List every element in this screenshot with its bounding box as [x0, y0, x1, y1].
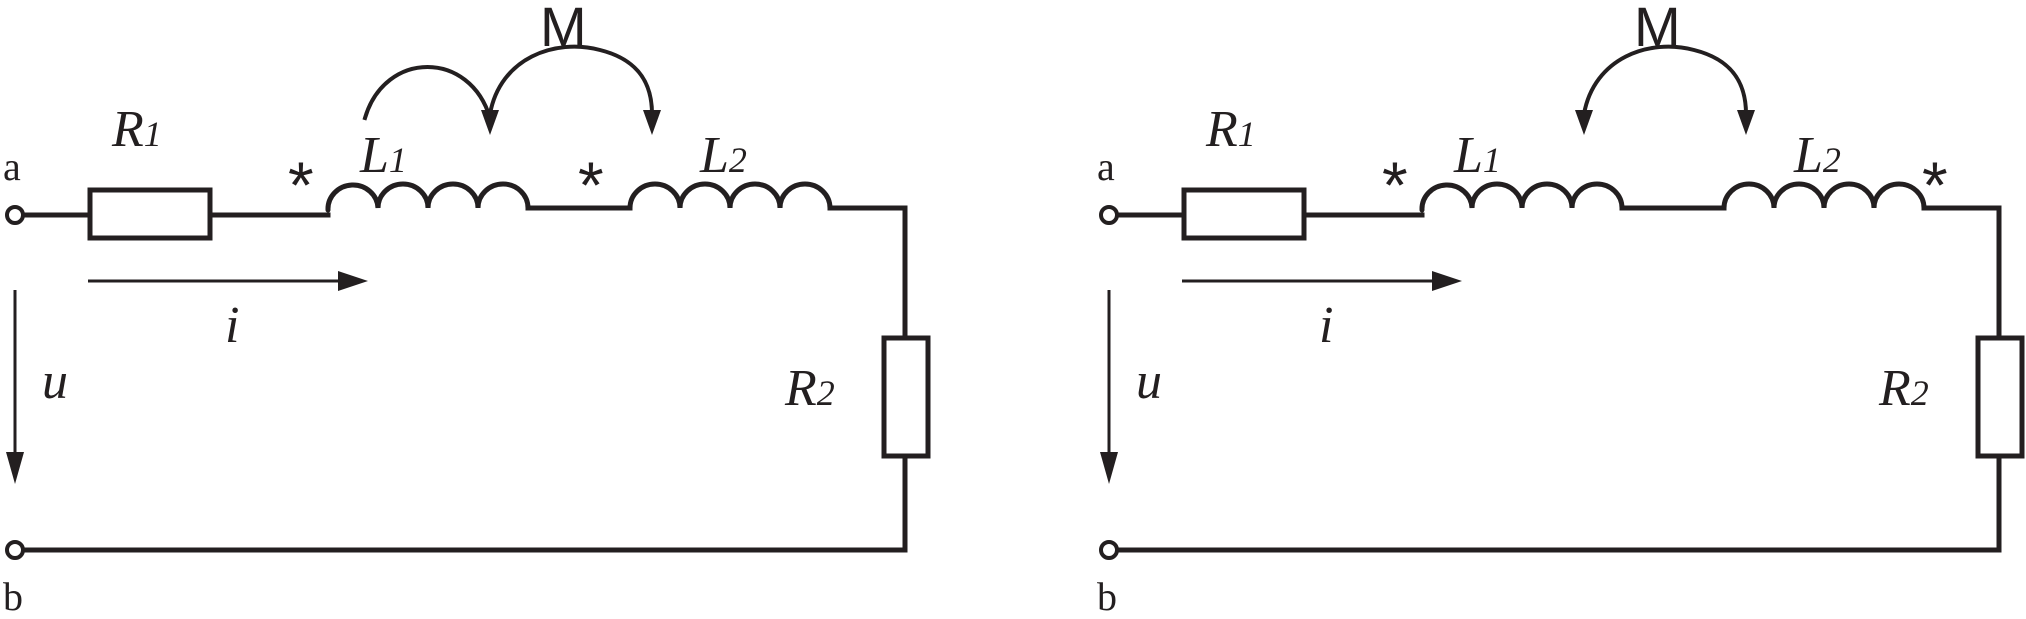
mutual-arc-right — [487, 44, 655, 117]
mutual-coupling-arc — [1581, 44, 1749, 117]
inductor-l2 — [627, 181, 833, 211]
resistor-r2-label: R2 — [784, 360, 835, 417]
mutual-arrow-l1-head — [481, 110, 499, 135]
inductor-l1 — [1419, 181, 1625, 213]
circuit-right: a b M R1 L1 L2 R2 i u * * — [1097, 0, 2025, 619]
inductor-l2-label: L2 — [699, 127, 747, 184]
terminal-b-label: b — [1097, 574, 1117, 619]
mutual-arrow-l2-head — [1737, 110, 1755, 135]
resistor-r1-label: R1 — [111, 101, 162, 158]
wire-l2-to-r2 — [1921, 205, 2002, 341]
wire-r2-to-b — [1113, 453, 2002, 553]
polarity-dot-l1: * — [1382, 148, 1408, 222]
circuit-left: a b M R1 L1 L2 R2 i u * * — [3, 0, 931, 619]
terminal-a-label: a — [3, 144, 21, 189]
terminal-b — [1099, 540, 1119, 560]
resistor-r1 — [1181, 187, 1307, 241]
mutual-coupling-arc — [362, 65, 493, 121]
terminal-b — [5, 540, 25, 560]
current-arrow-head — [338, 271, 368, 291]
resistor-r2-label: R2 — [1878, 360, 1929, 417]
terminal-a — [5, 205, 25, 225]
resistor-r2 — [881, 335, 931, 459]
resistor-r1 — [87, 187, 213, 241]
wire-r2-to-b — [19, 453, 908, 553]
polarity-dot-l2: * — [578, 148, 604, 222]
current-label: i — [225, 297, 239, 354]
inductor-l1 — [325, 181, 531, 213]
terminal-a — [1099, 205, 1119, 225]
polarity-dot-l1: * — [288, 148, 314, 222]
inductor-l1-label: L1 — [1453, 127, 1501, 184]
current-arrow-head — [1432, 271, 1462, 291]
voltage-label: u — [42, 353, 68, 410]
mutual-arrow-l2-head — [643, 110, 661, 135]
resistor-r1-label: R1 — [1205, 101, 1256, 158]
terminal-a-label: a — [1097, 144, 1115, 189]
terminal-b-label: b — [3, 574, 23, 619]
voltage-arrow-head — [1100, 452, 1118, 484]
inductor-l2 — [1721, 181, 1927, 211]
inductor-l1-label: L1 — [359, 127, 407, 184]
mutual-arrow-l1-head — [1575, 110, 1593, 135]
inductor-l2-label: L2 — [1793, 127, 1841, 184]
voltage-arrow-head — [6, 452, 24, 484]
current-label: i — [1319, 297, 1333, 354]
polarity-dot-l2: * — [1922, 148, 1948, 222]
wire-l2-to-r2 — [827, 205, 908, 341]
mutual-label: M — [1634, 0, 1681, 58]
resistor-r2 — [1975, 335, 2025, 459]
voltage-label: u — [1136, 353, 1162, 410]
mutual-label: M — [540, 0, 587, 58]
